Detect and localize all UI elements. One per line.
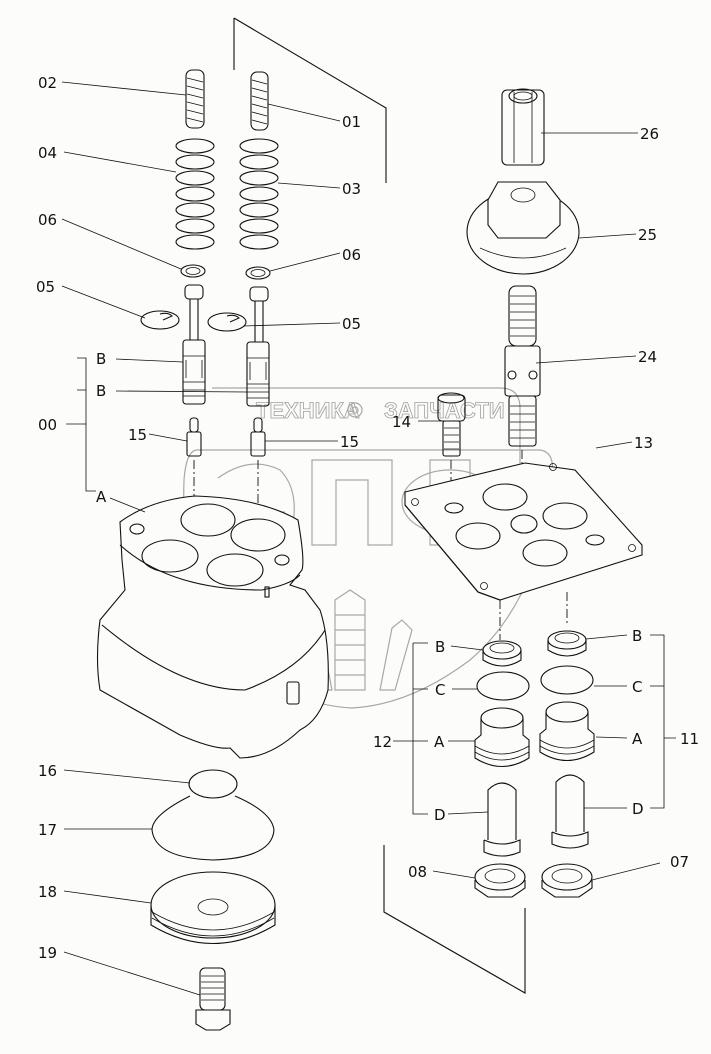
part-16-oring [188, 769, 238, 799]
label-15-right: 15 [340, 433, 359, 451]
part-08-nut [474, 863, 526, 898]
label-00-a: A [96, 488, 107, 506]
part-24-joint-shaft [504, 285, 541, 447]
label-05-left: 05 [36, 278, 55, 296]
part-12-a-sleeve [474, 707, 530, 768]
part-07-nut [541, 863, 593, 898]
label-16: 16 [38, 762, 57, 780]
label-18: 18 [38, 883, 57, 901]
label-03: 03 [342, 180, 361, 198]
label-26: 26 [640, 125, 659, 143]
label-24: 24 [638, 348, 657, 366]
label-04: 04 [38, 144, 57, 162]
label-15-left: 15 [128, 426, 147, 444]
label-12-c: C [435, 681, 445, 699]
part-05-retainer-right [207, 312, 247, 332]
part-18-cap [150, 871, 276, 945]
label-05-right: 05 [342, 315, 361, 333]
label-07: 07 [670, 853, 689, 871]
label-01: 01 [342, 113, 361, 131]
part-04-spring [175, 138, 215, 250]
part-labels: 02 01 04 03 06 06 05 05 B B 00 A 15 15 1… [36, 74, 699, 962]
label-11-b: B [632, 627, 642, 645]
label-12-a: A [434, 733, 445, 751]
label-00-b1: B [96, 350, 106, 368]
part-02-spring [185, 69, 205, 129]
part-13-plate [404, 462, 643, 601]
gear-icon [347, 402, 363, 418]
spool-left [182, 284, 206, 405]
label-12-b: B [435, 638, 445, 656]
part-11-d-plunger [551, 774, 589, 849]
part-06-washer-left [180, 264, 206, 278]
part-15-pin-left [186, 417, 202, 457]
part-05-retainer-left [140, 310, 180, 330]
watermark-text-left: ТЕХНИКА [256, 398, 360, 423]
part-25-flanged-nut [466, 181, 580, 275]
label-17: 17 [38, 821, 57, 839]
label-02: 02 [38, 74, 57, 92]
part-14-cap-screw [437, 392, 466, 457]
label-25: 25 [638, 226, 657, 244]
label-08: 08 [408, 863, 427, 881]
label-12-d: D [434, 806, 446, 824]
part-19-bolt [195, 967, 231, 1031]
label-19: 19 [38, 944, 57, 962]
part-12-d-plunger [483, 782, 521, 857]
label-11-d: D [632, 800, 644, 818]
label-00-b2: B [96, 382, 106, 400]
label-14: 14 [392, 413, 411, 431]
label-00: 00 [38, 416, 57, 434]
part-11-c-oring [540, 665, 594, 695]
label-11-a: A [632, 730, 643, 748]
part-12-b-seal [482, 640, 522, 667]
spool-right [246, 286, 270, 407]
part-12-c-oring [476, 671, 530, 701]
label-12: 12 [373, 733, 392, 751]
leader-lines [61, 81, 676, 996]
part-11-a-sleeve [539, 701, 595, 762]
part-01-spring [250, 71, 269, 131]
part-03-spring [239, 138, 279, 250]
label-11-c: C [632, 678, 642, 696]
part-06-washer-right [245, 266, 271, 280]
label-13: 13 [634, 434, 653, 452]
label-11: 11 [680, 730, 699, 748]
part-11-b-seal [547, 630, 587, 657]
label-06-right: 06 [342, 246, 361, 264]
part-17-diaphragm [151, 795, 275, 861]
part-15-pin-right [250, 417, 266, 457]
valve-body [96, 495, 329, 759]
part-26-hex-coupling [501, 88, 545, 166]
label-06-left: 06 [38, 211, 57, 229]
